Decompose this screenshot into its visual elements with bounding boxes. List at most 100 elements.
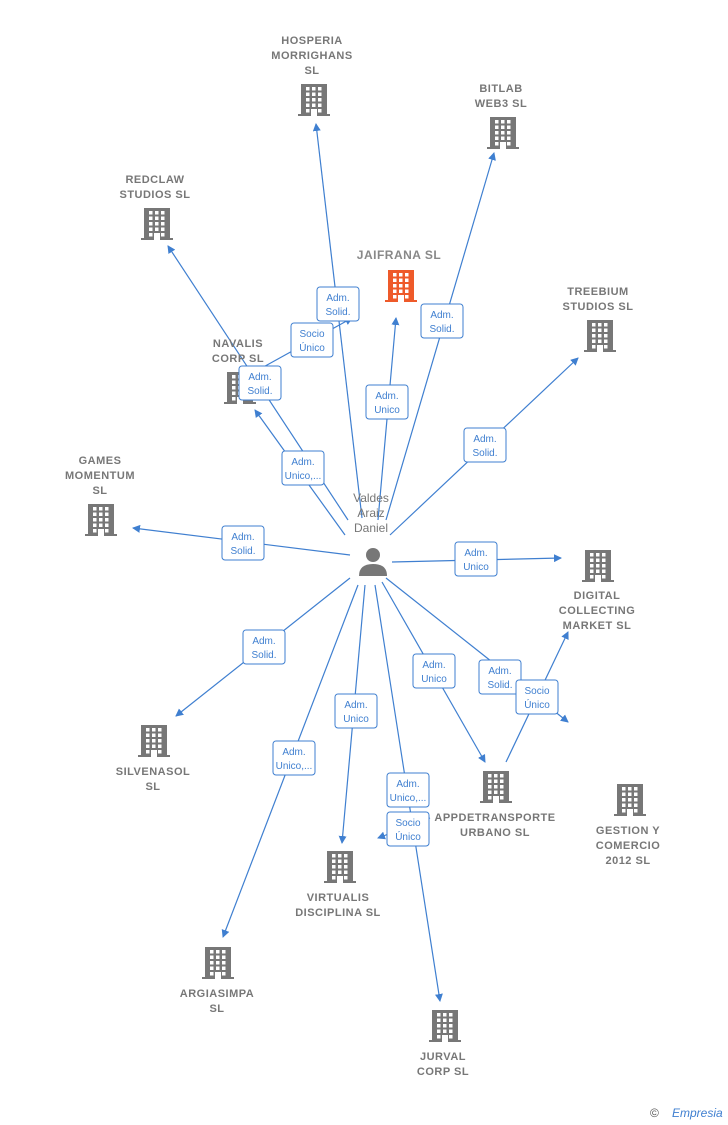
building-window bbox=[634, 798, 638, 802]
role-label-argiasimpa[interactable]: Adm.Unico,... bbox=[272, 740, 316, 776]
role-label-text: Unico bbox=[421, 674, 447, 685]
role-label-silvenasol[interactable]: Adm.Solid. bbox=[242, 629, 286, 665]
company-node-jaifrana[interactable]: JAIFRANA SL bbox=[357, 248, 441, 302]
building-icon[interactable] bbox=[582, 550, 614, 582]
role-label-appdet[interactable]: Adm.Unico bbox=[412, 653, 456, 689]
company-label-line: ARGIASIMPA bbox=[180, 988, 254, 1000]
building-window bbox=[393, 284, 397, 288]
building-icon[interactable] bbox=[614, 784, 646, 816]
building-door bbox=[215, 972, 221, 979]
building-window bbox=[105, 507, 109, 511]
building-icon[interactable] bbox=[487, 117, 519, 149]
role-label-text: Adm. bbox=[488, 666, 511, 677]
building-window bbox=[393, 273, 397, 277]
role-label-gestion[interactable]: Adm.Solid. bbox=[478, 659, 522, 695]
building-icon[interactable] bbox=[385, 270, 417, 302]
building-icon[interactable] bbox=[429, 1010, 461, 1042]
role-label-redclaw[interactable]: Adm.Solid. bbox=[238, 365, 282, 401]
role-label-virtualis[interactable]: Adm.Unico bbox=[334, 693, 378, 729]
company-label-line: SL bbox=[145, 781, 160, 793]
role-label-text: Adm. bbox=[430, 310, 453, 321]
role-label-text: Solid. bbox=[429, 324, 454, 335]
building-window bbox=[634, 809, 638, 813]
person-name-line: Valdes bbox=[353, 491, 389, 505]
role-label-text: Socio bbox=[395, 818, 420, 829]
company-label-line: NAVALIS bbox=[213, 338, 263, 350]
building-icon[interactable] bbox=[141, 208, 173, 240]
building-window bbox=[443, 1024, 447, 1028]
building-icon[interactable] bbox=[138, 725, 170, 757]
footer-brand[interactable]: © Empresia bbox=[650, 1106, 723, 1120]
building-window bbox=[598, 323, 602, 327]
company-label-line: GESTION Y bbox=[596, 825, 660, 837]
role-label-hosperia[interactable]: Adm.Solid. bbox=[316, 286, 360, 322]
role-label-treebium[interactable]: Adm.Solid. bbox=[463, 427, 507, 463]
building-window bbox=[155, 227, 159, 231]
building-door bbox=[311, 109, 317, 116]
role-label-bitlab[interactable]: Adm. Solid. bbox=[420, 303, 464, 339]
building-window bbox=[149, 211, 153, 215]
role-label-box bbox=[386, 772, 430, 808]
role-labels-layer: Adm.Solid.Adm.Solid.Adm.Solid.Adm.UnicoA… bbox=[221, 286, 559, 847]
building-icon[interactable] bbox=[85, 504, 117, 536]
role-label-box bbox=[281, 450, 325, 486]
building-window bbox=[501, 125, 505, 129]
role-label-text: Solid. bbox=[472, 448, 497, 459]
building-window bbox=[105, 518, 109, 522]
building-window bbox=[318, 92, 322, 96]
role-label-jaifrana[interactable]: Adm.Unico bbox=[365, 384, 409, 420]
building-icon[interactable] bbox=[584, 320, 616, 352]
role-label-navalis[interactable]: Adm.Unico,... bbox=[281, 450, 325, 486]
building-icon[interactable] bbox=[298, 84, 330, 116]
company-label-line: HOSPERIA bbox=[281, 35, 342, 47]
role-label-text: Unico,... bbox=[390, 793, 427, 804]
role-label-text: Unico bbox=[463, 562, 489, 573]
building-window bbox=[332, 859, 336, 863]
building-icon[interactable] bbox=[202, 947, 234, 979]
role-label-text: Adm. bbox=[231, 532, 254, 543]
company-label-line: GAMES bbox=[79, 455, 122, 467]
building-window bbox=[622, 787, 626, 791]
building-window bbox=[495, 120, 499, 124]
building-window bbox=[232, 386, 236, 390]
company-label-line: 2012 SL bbox=[605, 855, 650, 867]
role-label-games[interactable]: Adm.Solid. bbox=[221, 525, 265, 561]
company-label-line: DIGITAL bbox=[574, 590, 621, 602]
building-window bbox=[622, 798, 626, 802]
building-window bbox=[622, 809, 626, 813]
building-window bbox=[592, 339, 596, 343]
building-window bbox=[393, 289, 397, 293]
brand-name: Empresia bbox=[672, 1106, 723, 1120]
building-door bbox=[154, 233, 160, 240]
building-icon[interactable] bbox=[480, 771, 512, 803]
role-label-box bbox=[365, 384, 409, 420]
building-window bbox=[232, 397, 236, 401]
building-window bbox=[158, 728, 162, 732]
building-icon[interactable] bbox=[324, 851, 356, 883]
building-window bbox=[216, 961, 220, 965]
role-label-digital[interactable]: Adm.Unico bbox=[454, 541, 498, 577]
building-door bbox=[597, 345, 603, 352]
building-window bbox=[232, 380, 236, 384]
building-window bbox=[501, 136, 505, 140]
role-label-jurval[interactable]: Adm.Unico,... bbox=[386, 772, 430, 808]
role-label-box bbox=[290, 322, 334, 358]
building-door bbox=[500, 142, 506, 149]
